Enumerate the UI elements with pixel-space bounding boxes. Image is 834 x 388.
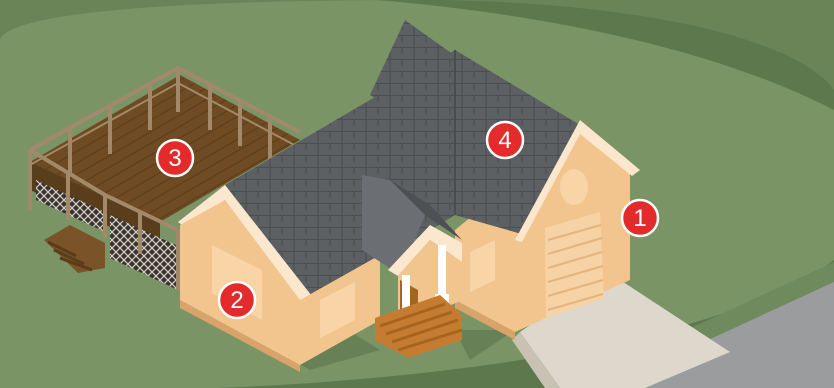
marker-3-label: 3: [168, 145, 181, 172]
marker-4: 4: [487, 122, 523, 158]
marker-3: 3: [157, 140, 193, 176]
porch-column-right: [438, 245, 446, 300]
garage-round-window: [560, 169, 588, 205]
marker-2-label: 2: [230, 287, 243, 314]
marker-4-label: 4: [498, 127, 511, 154]
marker-1-label: 1: [633, 205, 646, 232]
marker-2: 2: [219, 282, 255, 318]
marker-1: 1: [622, 200, 658, 236]
